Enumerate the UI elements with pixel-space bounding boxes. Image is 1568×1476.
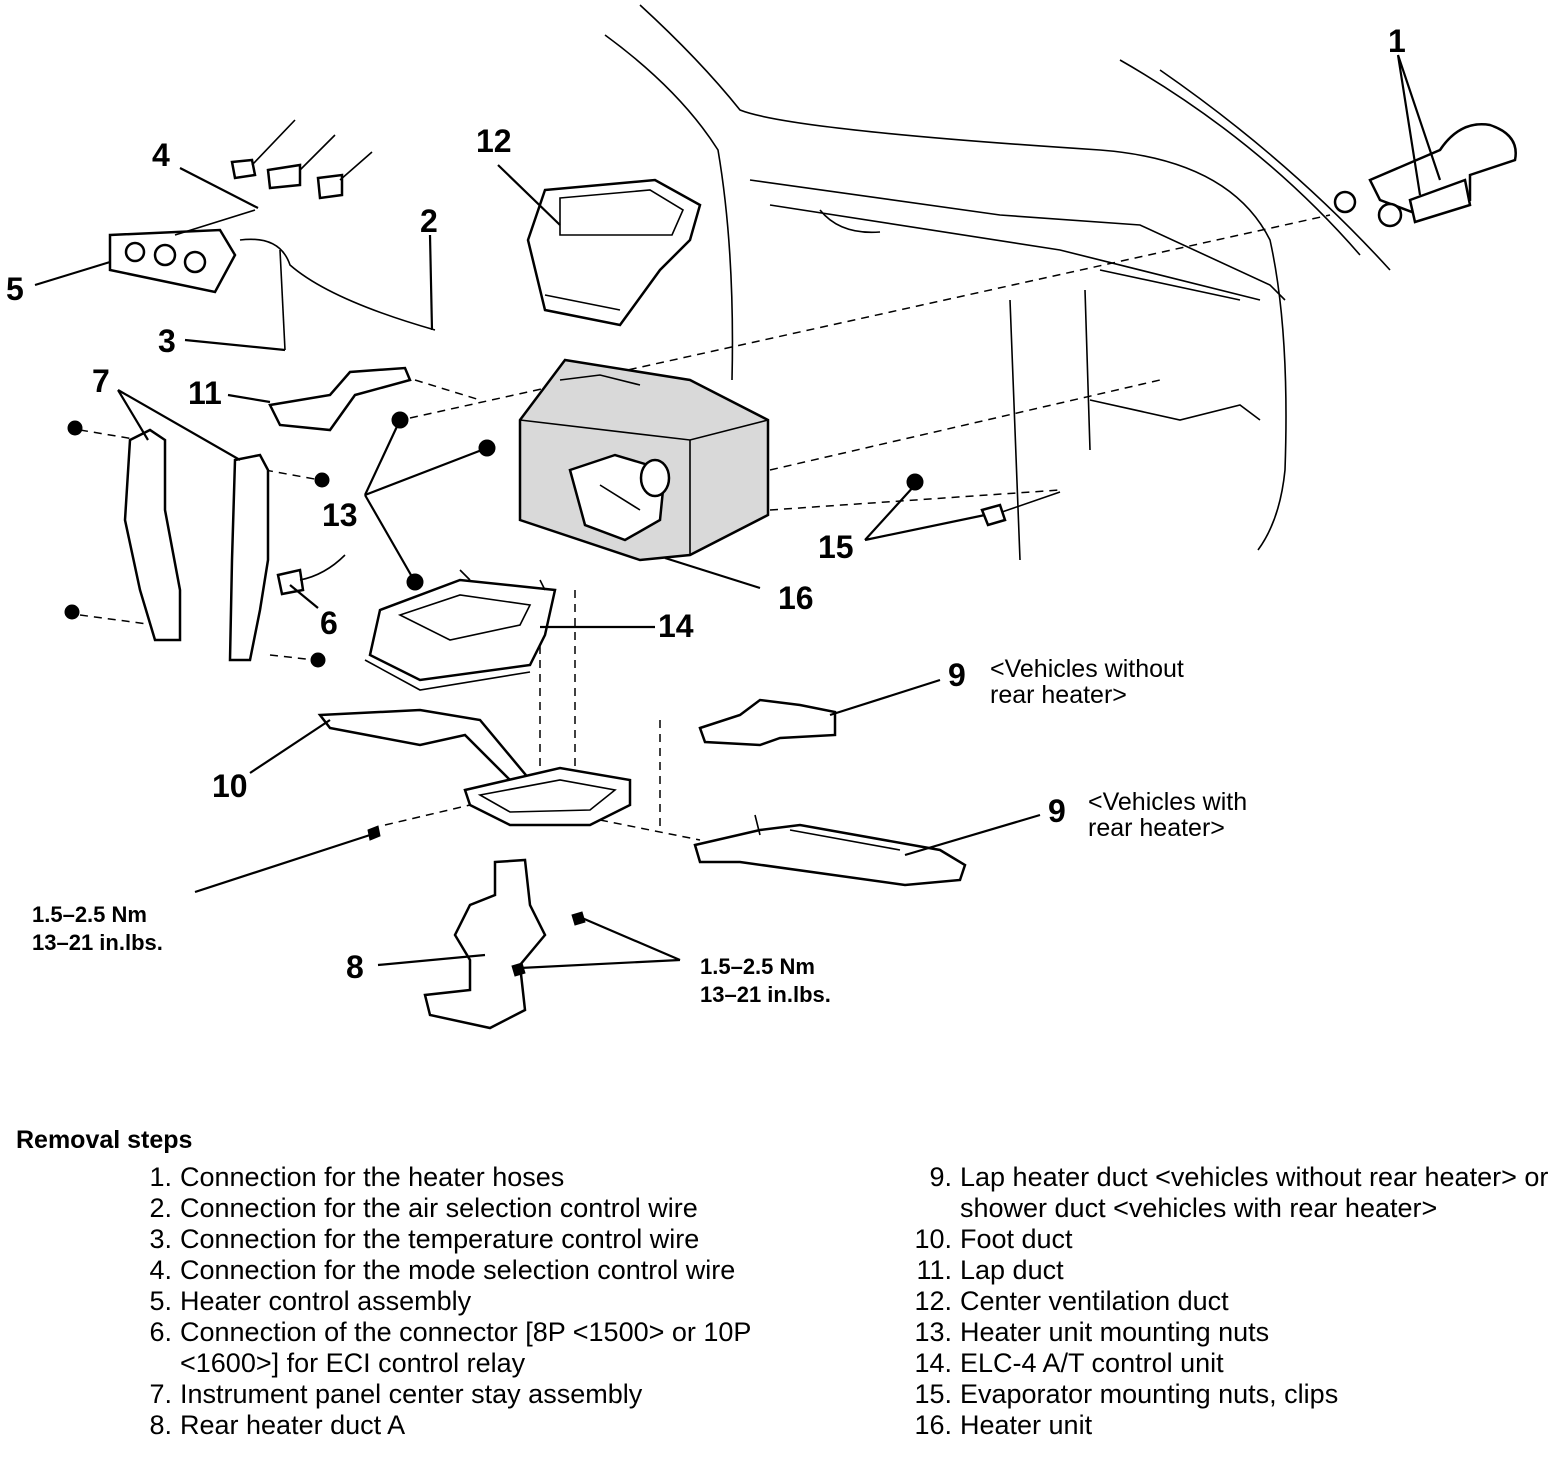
exploded-parts-diagram: 1 2 3 4 5 6 7 8 9 9 10 11 12 13 14 15 16… <box>6 4 1517 1030</box>
heater-unit <box>518 358 770 562</box>
step-text: Center ventilation duct <box>960 1286 1229 1316</box>
lap-heater-duct <box>698 698 837 747</box>
step-number: 8. <box>149 1410 172 1440</box>
removal-step: 4. Connection for the mode selection cont… <box>120 1255 820 1286</box>
removal-step: 15. Evaporator mounting nuts, clips <box>900 1379 1560 1410</box>
callout-14: 14 <box>658 608 694 644</box>
step-text: ELC-4 A/T control unit <box>960 1348 1224 1378</box>
callout-15: 15 <box>818 529 854 565</box>
torque-right-line1: 1.5–2.5 Nm <box>700 954 815 979</box>
step-text: Instrument panel center stay assembly <box>180 1379 643 1409</box>
lap-duct <box>268 366 412 432</box>
step-number: 12. <box>914 1286 952 1316</box>
step-text: Connection for the heater hoses <box>180 1162 565 1192</box>
vehicle-body-outline <box>604 4 1391 561</box>
removal-step: 8. Rear heater duct A <box>120 1410 820 1441</box>
removal-step: 6. Connection of the connector [8P <1500>… <box>120 1317 820 1379</box>
note-without-rear-heater-line1: <Vehicles without <box>990 655 1184 683</box>
center-ventilation-duct <box>526 178 702 327</box>
step-number: 16. <box>914 1410 952 1440</box>
step-number: 10. <box>914 1224 952 1254</box>
step-number: 9. <box>929 1162 952 1192</box>
step-number: 4. <box>149 1255 172 1285</box>
leader-lines <box>34 54 1442 970</box>
callout-7: 7 <box>92 363 110 399</box>
center-stay-assembly <box>64 420 330 668</box>
callout-6: 6 <box>320 605 338 641</box>
callout-2: 2 <box>420 203 438 239</box>
removal-step: 14. ELC-4 A/T control unit <box>900 1348 1560 1379</box>
step-number: 11. <box>916 1255 952 1285</box>
heater-control-assembly <box>108 119 436 351</box>
step-number: 1. <box>149 1162 172 1192</box>
at-control-unit <box>364 569 557 691</box>
callout-16: 16 <box>778 580 814 616</box>
step-number: 2. <box>149 1193 172 1223</box>
step-text: Lap duct <box>960 1255 1064 1285</box>
removal-step: 12. Center ventilation duct <box>900 1286 1560 1317</box>
variant-notes: <Vehicles without rear heater> <Vehicles… <box>990 655 1247 842</box>
note-with-rear-heater-line2: rear heater> <box>1088 814 1225 842</box>
removal-steps-section: Removal steps 1. Connection for the heate… <box>0 1118 1568 1476</box>
foot-duct <box>317 708 632 841</box>
torque-left-line1: 1.5–2.5 Nm <box>32 902 147 927</box>
step-text: Evaporator mounting nuts, clips <box>960 1379 1339 1409</box>
callout-12: 12 <box>476 123 512 159</box>
removal-step: 9. Lap heater duct <vehicles without rear… <box>900 1162 1560 1224</box>
callout-labels: 1 2 3 4 5 6 7 8 9 9 10 11 12 13 14 15 16 <box>6 23 1406 985</box>
torque-left-line2: 13–21 in.lbs. <box>32 930 163 955</box>
step-text: Rear heater duct A <box>180 1410 406 1440</box>
callout-11: 11 <box>188 375 222 411</box>
callout-10: 10 <box>212 768 248 804</box>
removal-steps-title: Removal steps <box>16 1126 193 1154</box>
note-with-rear-heater-line1: <Vehicles with <box>1088 788 1247 816</box>
step-text: Lap heater duct <vehicles without rear h… <box>960 1162 1549 1223</box>
step-number: 5. <box>149 1286 172 1316</box>
shower-duct <box>693 814 967 887</box>
removal-step: 7. Instrument panel center stay assembly <box>120 1379 820 1410</box>
removal-steps-left-column: 1. Connection for the heater hoses 2. Conn… <box>120 1162 820 1441</box>
torque-specs: 1.5–2.5 Nm 13–21 in.lbs. 1.5–2.5 Nm 13–2… <box>32 902 831 1007</box>
removal-step: 10. Foot duct <box>900 1224 1560 1255</box>
step-number: 3. <box>149 1224 172 1254</box>
step-text: Connection of the connector [8P <1500> o… <box>180 1317 751 1378</box>
removal-step: 13. Heater unit mounting nuts <box>900 1317 1560 1348</box>
removal-step: 5. Heater control assembly <box>120 1286 820 1317</box>
callout-5: 5 <box>6 271 24 307</box>
callout-4: 4 <box>152 137 170 173</box>
torque-right-line2: 13–21 in.lbs. <box>700 982 831 1007</box>
step-text: Connection for the mode selection contro… <box>180 1255 736 1285</box>
callout-3: 3 <box>158 323 176 359</box>
step-number: 6. <box>149 1317 172 1347</box>
mounting-nuts <box>391 411 496 591</box>
removal-step: 3. Connection for the temperature control… <box>120 1224 820 1255</box>
removal-steps-right-column: 9. Lap heater duct <vehicles without rear… <box>900 1162 1560 1441</box>
rear-heater-duct-a <box>423 858 586 1030</box>
step-number: 14. <box>914 1348 952 1378</box>
removal-step: 11. Lap duct <box>900 1255 1560 1286</box>
step-number: 15. <box>914 1379 952 1409</box>
removal-step: 1. Connection for the heater hoses <box>120 1162 820 1193</box>
step-text: Foot duct <box>960 1224 1073 1254</box>
callout-9-without-rear-heater: 9 <box>948 657 966 693</box>
step-number: 7. <box>149 1379 172 1409</box>
eci-relay-connector <box>276 554 346 596</box>
heater-hoses <box>1333 123 1517 228</box>
callout-1: 1 <box>1388 23 1406 59</box>
callout-8: 8 <box>346 949 364 985</box>
removal-step: 16. Heater unit <box>900 1410 1560 1441</box>
step-text: Connection for the air selection control… <box>180 1193 698 1223</box>
evaporator-nuts-clips <box>906 473 1061 527</box>
callout-13: 13 <box>322 497 358 533</box>
removal-step: 2. Connection for the air selection contr… <box>120 1193 820 1224</box>
step-text: Heater control assembly <box>180 1286 472 1316</box>
note-without-rear-heater-line2: rear heater> <box>990 681 1127 709</box>
step-text: Heater unit <box>960 1410 1093 1440</box>
step-text: Heater unit mounting nuts <box>960 1317 1270 1347</box>
step-text: Connection for the temperature control w… <box>180 1224 700 1254</box>
step-number: 13. <box>914 1317 952 1347</box>
callout-9-with-rear-heater: 9 <box>1048 793 1066 829</box>
